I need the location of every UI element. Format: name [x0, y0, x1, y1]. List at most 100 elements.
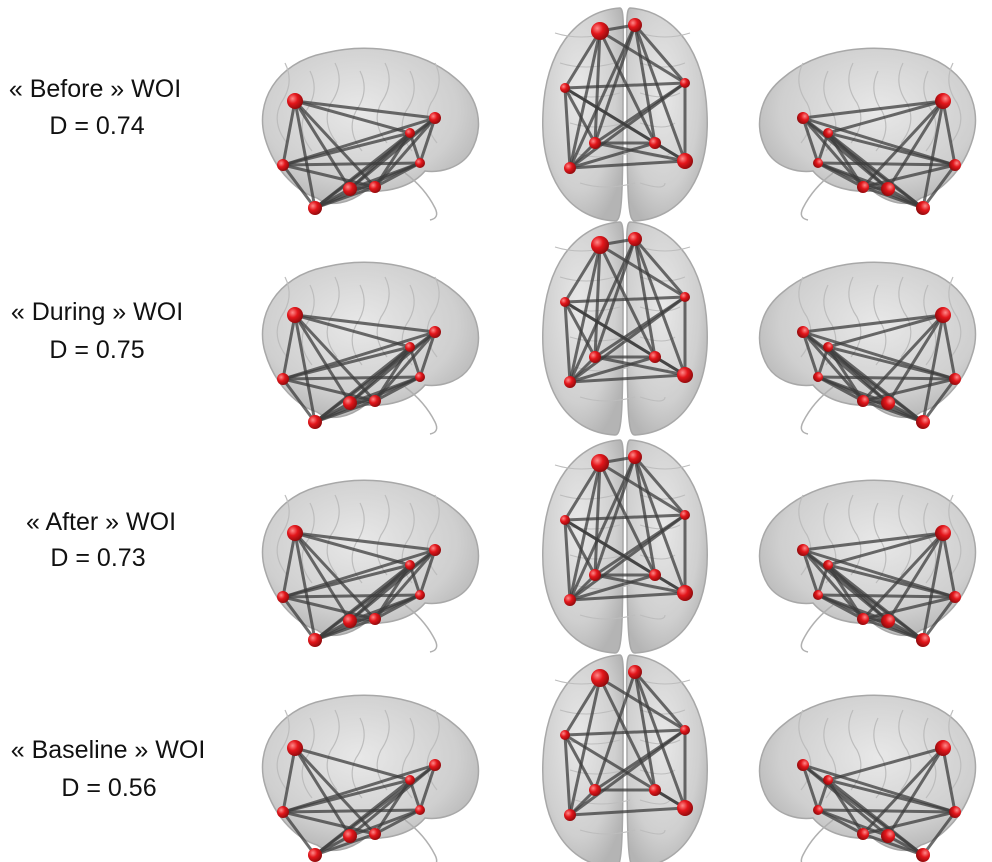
- network-edge: [826, 778, 957, 814]
- network-edge: [593, 455, 637, 577]
- gyrus-line: [376, 276, 390, 358]
- network-edge: [826, 99, 945, 135]
- brainstem-line: [404, 172, 438, 221]
- network-edge: [816, 375, 957, 381]
- gyrus-line: [351, 717, 365, 799]
- network-edge: [826, 131, 957, 167]
- gyrus-line: [639, 122, 676, 128]
- gyrus-line: [848, 709, 862, 791]
- network-node: [916, 848, 930, 862]
- network-edge: [816, 808, 957, 814]
- network-edge: [801, 763, 890, 838]
- network-node: [823, 342, 833, 352]
- brain-view-lateral-right: [758, 261, 977, 435]
- gyrus-line: [639, 769, 676, 775]
- network-edge: [941, 313, 957, 381]
- network-edge: [281, 163, 377, 189]
- network-edge: [563, 513, 687, 522]
- network-node: [589, 784, 601, 796]
- network-node: [415, 158, 425, 168]
- network-node: [680, 78, 690, 88]
- network-node: [857, 613, 869, 625]
- network-node: [813, 372, 823, 382]
- network-edge: [593, 237, 637, 359]
- gyrus-line: [639, 336, 676, 342]
- network-node: [560, 730, 570, 740]
- network-node: [429, 326, 441, 338]
- network-node: [797, 326, 809, 338]
- gyrus-line: [376, 494, 390, 576]
- network-edge: [861, 595, 957, 621]
- network-edge: [281, 131, 412, 167]
- network-edge: [598, 461, 687, 517]
- network-edge: [281, 810, 377, 836]
- network-edge: [293, 313, 412, 349]
- network-node: [343, 829, 357, 843]
- network-edge: [801, 116, 820, 165]
- network-edge: [281, 746, 297, 814]
- network-edge: [313, 345, 412, 424]
- network-edge: [418, 330, 437, 379]
- gyrus-line: [639, 182, 666, 188]
- gyrus-line: [351, 284, 365, 366]
- network-node: [287, 525, 303, 541]
- network-node: [415, 805, 425, 815]
- gyrus-line: [948, 62, 962, 144]
- network-edge: [568, 728, 687, 817]
- network-edge: [593, 670, 637, 792]
- network-edge: [418, 763, 437, 812]
- network-node: [628, 450, 642, 464]
- network-edge: [816, 563, 830, 597]
- network-node: [813, 590, 823, 600]
- gyrus-line: [873, 502, 887, 584]
- network-node: [343, 396, 357, 410]
- gyrus-line: [326, 709, 340, 791]
- brainstem-line: [404, 819, 438, 862]
- network-edge: [598, 676, 657, 792]
- network-edge: [293, 99, 412, 135]
- gyrus-line: [579, 396, 636, 402]
- network-edge: [598, 29, 687, 85]
- gyrus-line: [873, 717, 887, 799]
- network-edge: [633, 23, 687, 163]
- network-edge: [568, 591, 687, 602]
- network-edge: [293, 531, 412, 567]
- network-edge: [348, 563, 412, 623]
- network-edge: [801, 313, 945, 334]
- network-node: [429, 544, 441, 556]
- network-edge: [563, 728, 687, 737]
- brainstem-line: [800, 604, 834, 653]
- network-edge: [348, 593, 422, 623]
- gyrus-line: [639, 554, 676, 560]
- gyrus-line: [276, 709, 290, 791]
- network-edge: [293, 313, 317, 424]
- gyrus-line: [898, 62, 912, 144]
- row-label: « Before » WOI: [9, 75, 181, 103]
- network-edge: [568, 295, 687, 384]
- network-node: [560, 83, 570, 93]
- network-node: [949, 591, 961, 603]
- network-node: [935, 93, 951, 109]
- gyrus-line: [574, 584, 631, 590]
- gyrus-line: [639, 709, 686, 715]
- gyrus-line: [579, 182, 636, 188]
- network-edge: [886, 746, 945, 838]
- network-edge: [826, 563, 925, 642]
- network-node: [649, 784, 661, 796]
- row-3-panels: [261, 439, 977, 654]
- network-edge: [568, 806, 687, 817]
- network-node: [935, 307, 951, 323]
- network-edge: [886, 531, 945, 623]
- network-edge: [816, 593, 890, 623]
- network-edge: [921, 595, 957, 642]
- gyrus-line: [559, 709, 616, 715]
- gyrus-line: [848, 62, 862, 144]
- network-node: [589, 569, 601, 581]
- network-node: [916, 201, 930, 215]
- gyrus-line: [639, 396, 666, 402]
- gyrus-line: [898, 709, 912, 791]
- network-edge: [563, 243, 602, 304]
- network-edge: [826, 345, 925, 424]
- network-edge: [281, 808, 422, 814]
- gyrus-line: [574, 366, 631, 372]
